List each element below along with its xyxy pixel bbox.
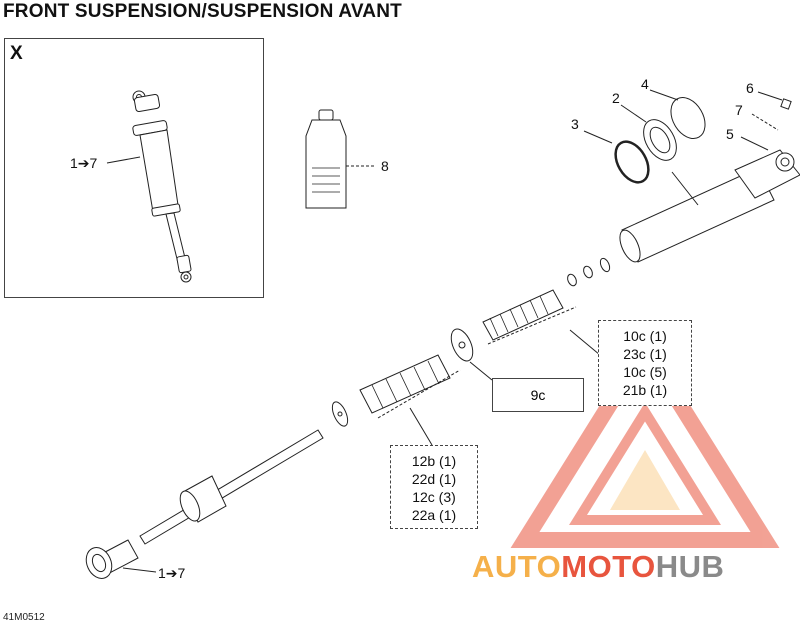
callout-part-7: 7: [735, 102, 743, 118]
parts-box-lower: 12b (1) 22d (1) 12c (3) 22a (1): [390, 445, 478, 529]
inset-frame: [4, 38, 264, 298]
callout-part-6: 6: [746, 80, 754, 96]
watermark-logo: [510, 332, 780, 548]
parts-box-right-line: 23c (1): [623, 346, 667, 362]
callout-bottle: 8: [381, 158, 389, 174]
reference-code: 41M0512: [3, 612, 45, 623]
parts-box-center: 9c: [492, 378, 584, 412]
callout-part-2: 2: [612, 90, 620, 106]
callout-bottom-shock: 1➔7: [158, 565, 186, 581]
parts-box-lower-line: 22d (1): [411, 471, 457, 487]
main-shock-drawing: [85, 97, 800, 579]
parts-box-right-line: 10c (5): [623, 364, 667, 380]
parts-box-right-line: 10c (1): [623, 328, 667, 344]
parts-box-lower-line: 22a (1): [411, 507, 457, 523]
leader-lines: [122, 89, 783, 573]
watermark-text: AUTOMOTOHUB: [472, 549, 724, 585]
callout-inset-shock: 1➔7: [70, 155, 98, 171]
parts-box-right-line: 21b (1): [622, 382, 668, 398]
parts-box-lower-line: 12c (3): [412, 489, 456, 505]
parts-box-lower-line: 12b (1): [411, 453, 457, 469]
watermark-part-moto: MOTO: [561, 549, 656, 584]
callout-part-3: 3: [571, 116, 579, 132]
watermark-part-auto: AUTO: [472, 549, 562, 584]
inset-label: X: [10, 43, 23, 64]
callout-part-5: 5: [726, 126, 734, 142]
callout-part-4: 4: [641, 76, 649, 92]
page-title: FRONT SUSPENSION/SUSPENSION AVANT: [3, 1, 402, 22]
bottle-drawing: [305, 109, 347, 209]
inset-shock-drawing: [132, 90, 192, 283]
watermark-part-hub: HUB: [655, 549, 725, 584]
parts-box-right: 10c (1) 23c (1) 10c (5) 21b (1): [598, 320, 692, 406]
